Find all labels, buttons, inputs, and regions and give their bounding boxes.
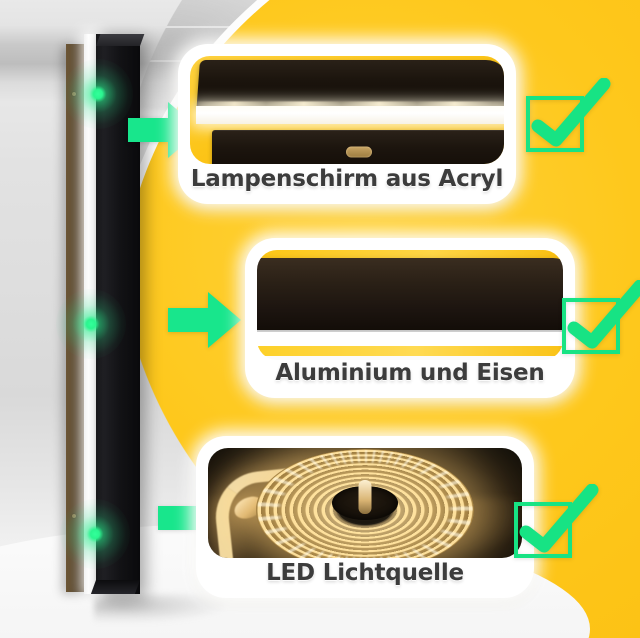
arrow-right-icon [168, 292, 241, 348]
lamp-body-top-bevel [96, 34, 145, 46]
card-1-image [190, 56, 504, 164]
card-2-label: Aluminium und Eisen [275, 360, 545, 386]
acrylic-lower-body [212, 130, 504, 164]
card-3-image [208, 448, 522, 558]
lamp-floor-shadow [94, 594, 224, 622]
check-mark-icon [562, 280, 640, 354]
card-1-label: Lampenschirm aus Acryl [190, 166, 504, 192]
housing-bottom-strip [257, 346, 563, 356]
lamp-screw [72, 514, 76, 518]
feature-card-aluminium[interactable]: Aluminium und Eisen [245, 238, 575, 398]
card-3-label: LED Lichtquelle [266, 560, 464, 586]
lamp-body-bottom-bevel [90, 580, 140, 594]
lamp-screw [72, 92, 76, 96]
feature-card-lampshade[interactable]: Lampenschirm aus Acryl [178, 44, 516, 204]
housing-body [257, 258, 563, 330]
housing-top-strip [261, 250, 563, 261]
check-mark-icon [514, 484, 599, 558]
check-mark-icon [526, 78, 611, 152]
acrylic-shade-top [196, 60, 504, 107]
acrylic-light-band [196, 106, 504, 124]
feature-card-led[interactable]: LED Lichtquelle [196, 436, 534, 598]
led-reel-hub [332, 486, 398, 520]
brand-badge-icon [346, 146, 372, 158]
card-2-image [257, 250, 563, 360]
